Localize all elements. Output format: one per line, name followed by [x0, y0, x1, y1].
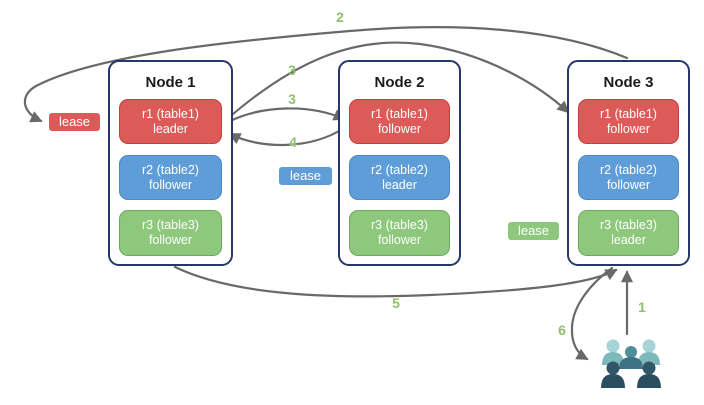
node3-replica-r2: r2 (table2) follower: [578, 155, 679, 200]
node1-replica-r3: r3 (table3) follower: [119, 210, 222, 256]
node2-replica-r1: r1 (table1) follower: [349, 99, 450, 144]
arrow-step6-node3-to-users: [570, 266, 614, 361]
step-label-3a: 3: [288, 62, 296, 78]
lease-badge-table3: lease: [507, 221, 560, 241]
replica-range: r2 (table2): [371, 162, 428, 177]
step-label-1: 1: [638, 299, 646, 315]
replica-role: leader: [382, 177, 417, 192]
replica-role: follower: [377, 121, 422, 136]
lease-badge-table1: lease: [48, 112, 101, 132]
arrow-step4-node2-to-node1: [228, 126, 346, 147]
replica-range: r2 (table2): [142, 162, 199, 177]
node-3-title: Node 3: [603, 74, 654, 91]
replica-range: r1 (table1): [371, 106, 428, 121]
lease-badge-table2: lease: [278, 166, 333, 186]
node2-replica-r3: r3 (table3) follower: [349, 210, 450, 256]
replica-range: r3 (table3): [142, 218, 199, 232]
replica-range: r1 (table1): [600, 106, 657, 121]
step-label-3b: 3: [288, 91, 296, 107]
node-1-title: Node 1: [145, 74, 196, 91]
step-label-4: 4: [289, 134, 297, 150]
replica-role: follower: [148, 177, 193, 192]
replica-range: r3 (table3): [600, 218, 657, 232]
node1-replica-r1: r1 (table1) leader: [119, 99, 222, 144]
node2-replica-r2: r2 (table2) leader: [349, 155, 450, 200]
replica-range: r3 (table3): [371, 218, 428, 232]
replica-role: follower: [148, 233, 193, 247]
replica-role: follower: [606, 121, 651, 136]
node-3-box: Node 3 r1 (table1) follower r2 (table2) …: [567, 60, 690, 266]
node3-replica-r3: r3 (table3) leader: [578, 210, 679, 256]
replica-range: r2 (table2): [600, 162, 657, 177]
step-label-2: 2: [336, 9, 344, 25]
node1-replica-r2: r2 (table2) follower: [119, 155, 222, 200]
arrow-step3-node1-to-node2: [226, 107, 346, 124]
step-label-6: 6: [558, 322, 566, 338]
replica-role: follower: [377, 233, 422, 247]
step-label-5: 5: [392, 295, 400, 311]
node-2-box: Node 2 r1 (table1) follower r2 (table2) …: [338, 60, 461, 266]
node-1-box: Node 1 r1 (table1) leader r2 (table2) fo…: [108, 60, 233, 266]
replica-range: r1 (table1): [142, 106, 199, 121]
node-2-title: Node 2: [374, 74, 425, 91]
replica-role: follower: [606, 177, 651, 192]
users-group-icon: [601, 339, 661, 388]
replica-role: leader: [153, 121, 188, 136]
replica-role: leader: [611, 233, 646, 247]
node3-replica-r1: r1 (table1) follower: [578, 99, 679, 144]
arrow-step5-node1-to-node3: [173, 265, 618, 298]
